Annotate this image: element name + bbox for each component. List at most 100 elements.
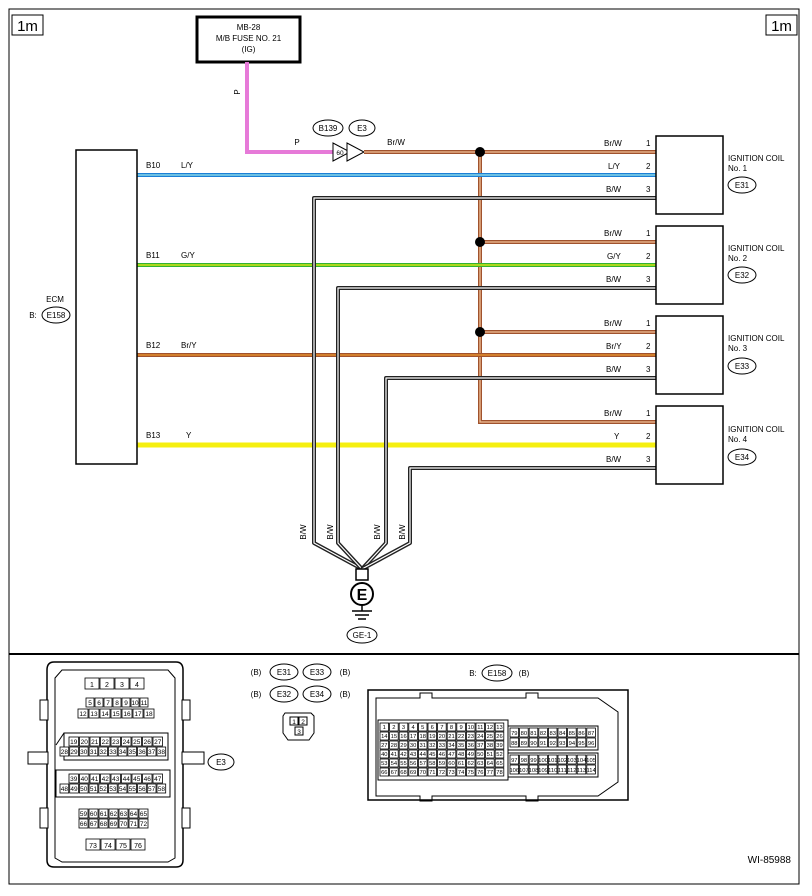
e158-pin-label: 12: [487, 725, 493, 731]
e158-pin-box: [494, 749, 505, 759]
e158-pin-box: [557, 754, 568, 765]
e158-pin-box: [567, 727, 577, 738]
corner-badge-right: [765, 14, 798, 36]
e158-pin-box: [398, 731, 409, 741]
e158-pin-label: 37: [477, 743, 483, 749]
ecm-box: [75, 149, 138, 465]
e158-pin-box: [417, 731, 428, 741]
coil-4-pin2-num: 2: [646, 432, 651, 441]
e3-pin-box: [121, 708, 133, 719]
e158-pin-label: 84: [559, 731, 566, 737]
e158-pin-label: 35: [458, 743, 464, 749]
e158-pin-label: 91: [540, 741, 546, 747]
legend-row2-right: (B): [340, 690, 351, 699]
coil-3: Br/W 1 Br/Y 2 B/W 3 IGNITION COIL No. 3 …: [604, 315, 785, 395]
e158-pin-box: [389, 767, 399, 777]
e158-pin-label: 18: [419, 734, 425, 740]
e158-pin-label: 75: [467, 770, 473, 776]
e3-connector-label: E3: [216, 758, 226, 767]
e3-pin-box: [100, 736, 111, 747]
e3-pin-label: 1: [90, 682, 94, 689]
e158-pin-box: [538, 764, 548, 775]
e3-pin-label: 74: [104, 843, 112, 850]
e158-pin-box: [398, 740, 409, 750]
e158-pin-label: 56: [410, 761, 416, 767]
e3-pin-box: [156, 746, 167, 757]
e158-pin-box: [538, 727, 548, 738]
coil-4-pin1-num: 1: [646, 409, 651, 418]
e3-pin-label: 32: [100, 749, 108, 756]
e3-pin-box: [142, 773, 153, 784]
e3-pin-box: [132, 708, 144, 719]
e158-pin-label: 50: [477, 752, 483, 758]
e3-pin-box: [88, 708, 100, 719]
coil-1-title: IGNITION COIL: [728, 154, 785, 163]
e158-pin-label: 17: [410, 734, 416, 740]
e3-pin-label: 69: [110, 821, 118, 828]
e158-pin-box: [538, 737, 548, 748]
e158-pin-box: [557, 737, 568, 748]
e3-pin-label: 21: [91, 739, 99, 746]
e158-pin-box: [446, 749, 457, 759]
e158-pin-label: 16: [400, 734, 406, 740]
e158-pin-box: [427, 767, 438, 777]
coil-4-pin2-color: Y: [614, 432, 620, 441]
ground-wires: [312, 196, 656, 571]
e158-pin-label: 60: [448, 761, 454, 767]
e158-header-oval: [481, 664, 513, 682]
e158-pin-label: 27: [381, 743, 387, 749]
e158-pin-box: [437, 749, 447, 759]
e158-pin-label: 33: [439, 743, 445, 749]
ecm-title: ECM: [46, 295, 64, 304]
e158-pin-box: [528, 764, 539, 775]
e3-pin-box: [99, 677, 115, 690]
e158-pin-box: [519, 737, 529, 748]
e158-pin-box: [379, 722, 390, 732]
e3-pin-label: 55: [129, 786, 137, 793]
e3-pin-box: [108, 783, 118, 794]
legend-row2-left: (B): [251, 690, 262, 699]
e158-pin-box: [485, 740, 495, 750]
e158-pin-box: [437, 758, 447, 768]
coil-connector-face: 1 2 3: [282, 712, 315, 741]
ground-wire-label-3: B/W: [373, 524, 382, 540]
e3-right-tab: [181, 751, 205, 765]
e3-pin-label: 73: [89, 843, 97, 850]
e158-pin-label: 22: [458, 734, 464, 740]
ground-symbol-letter: E: [357, 587, 368, 604]
e158-pin-label: 7: [440, 725, 443, 731]
e158-pin-label: 72: [439, 770, 445, 776]
wire-p-horizontal-label: P: [294, 138, 299, 147]
coil-3-title: IGNITION COIL: [728, 334, 785, 343]
splice-dot-2: [475, 237, 485, 247]
e3-pin-label: 4: [135, 682, 139, 689]
e3-pin-label: 45: [133, 776, 141, 783]
e3-pin-label: 31: [90, 749, 98, 756]
e158-pin-box: [465, 758, 476, 768]
splice-dot-3: [475, 327, 485, 337]
e158-pin-box: [519, 764, 529, 775]
connector-b139-label: B139: [319, 124, 338, 133]
e158-pin-box: [398, 767, 409, 777]
e158-pin-box: [389, 722, 399, 732]
e158-pin-box: [408, 758, 418, 768]
e3-pin-label: 58: [158, 786, 166, 793]
e158-pin-box: [567, 737, 577, 748]
e158-pin-label: 19: [429, 734, 435, 740]
e3-block-upper: [63, 732, 169, 761]
e3-pin-label: 14: [101, 711, 109, 718]
e158-pin-label: 39: [496, 743, 502, 749]
legend-e31-oval: [269, 663, 299, 681]
e3-pin-box: [108, 808, 119, 819]
coil-1-number: No. 1: [728, 164, 748, 173]
ecm-prefix: B:: [29, 311, 37, 320]
e3-pin-box: [127, 746, 138, 757]
corner-label-right: 1m: [771, 18, 792, 35]
e158-pin-box: [586, 727, 596, 738]
e158-pin-box: [465, 731, 476, 741]
e158-pin-box: [446, 740, 457, 750]
e158-header-prefix: B:: [469, 669, 477, 678]
e158-pin-box: [379, 767, 390, 777]
coil-1-connector-oval: [727, 176, 757, 194]
e158-pin-label: 14: [381, 734, 388, 740]
